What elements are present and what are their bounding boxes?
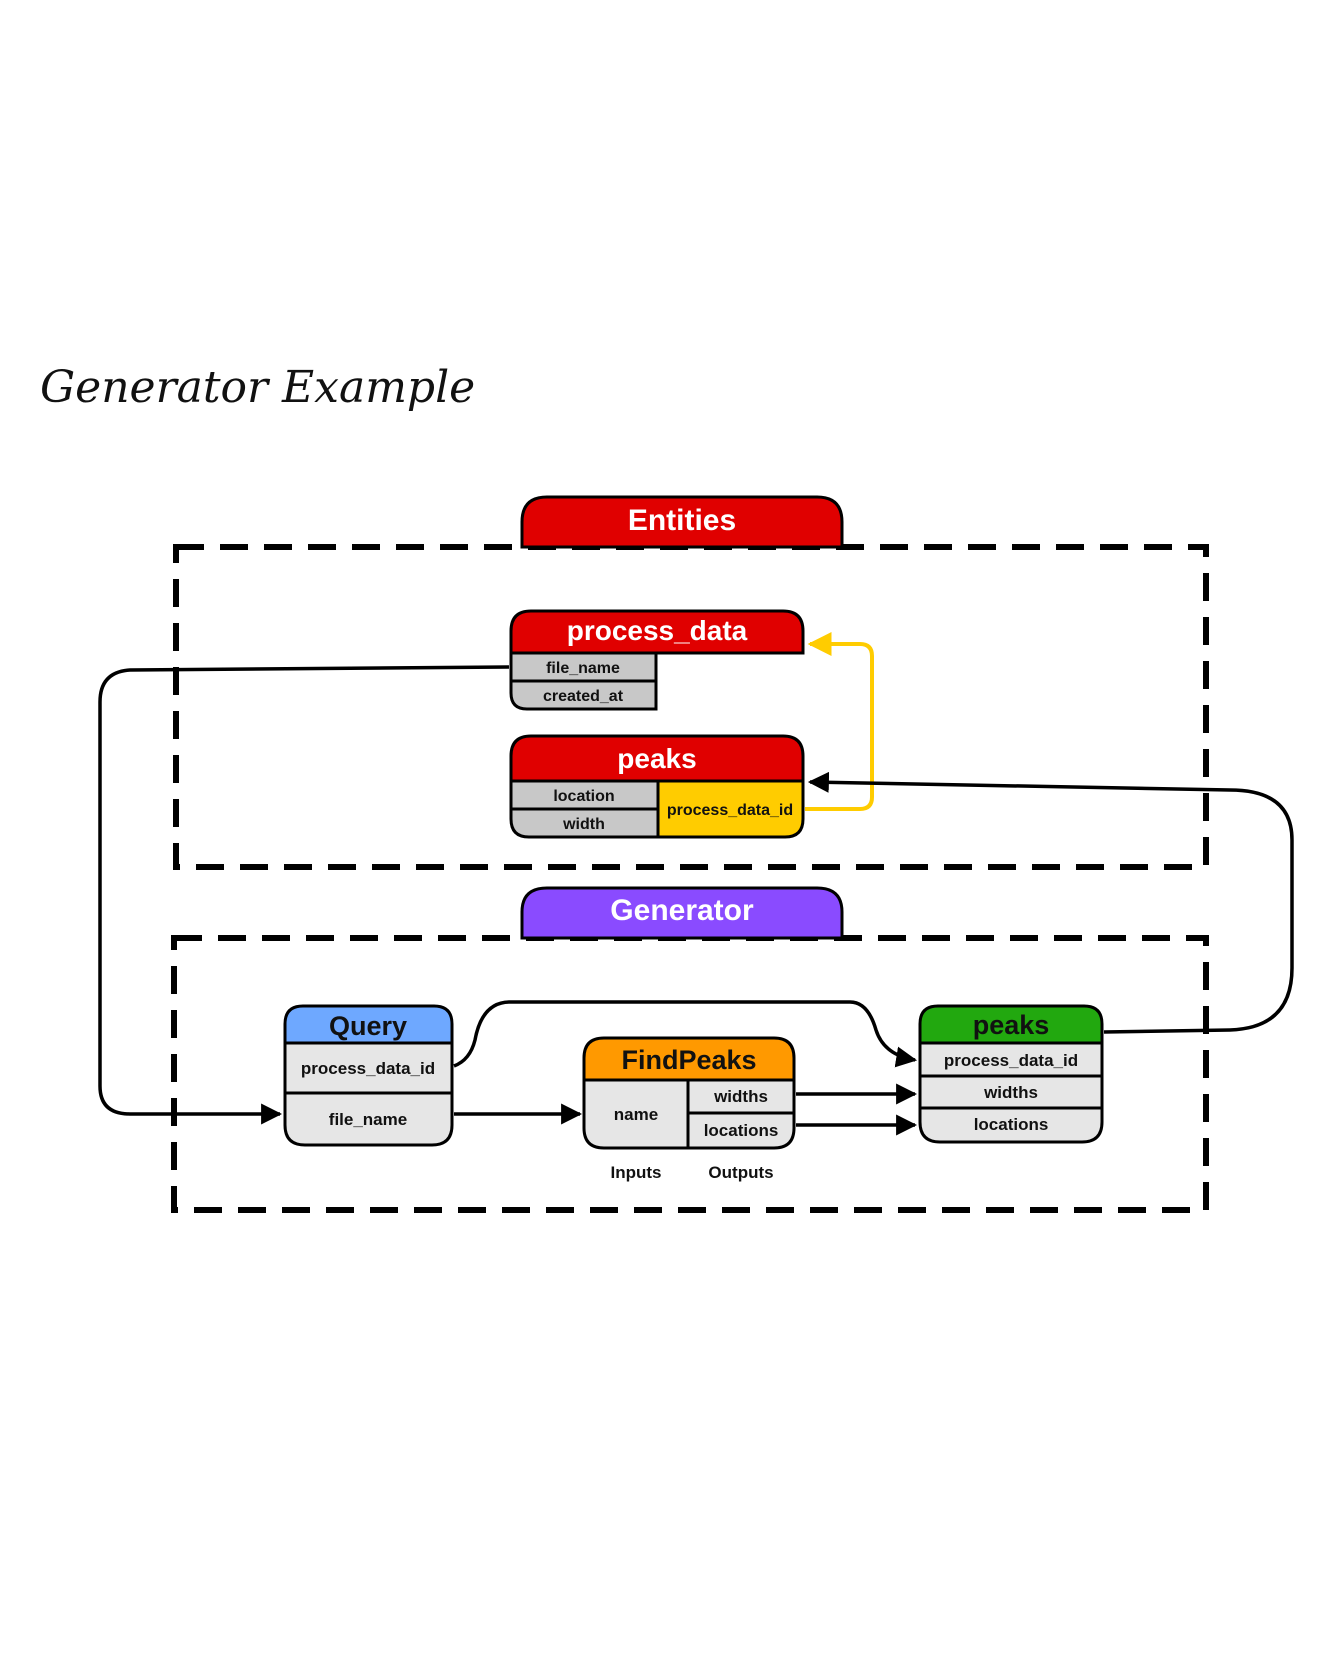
process-data-field-created-at: [509, 679, 658, 711]
peaks-output-title: peaks: [973, 1010, 1050, 1040]
process-data-header: [509, 609, 805, 655]
generator-header-tab: [520, 886, 844, 940]
entities-section: Entities process_data file_name created_…: [173, 495, 1209, 870]
page-title: Generator Example: [40, 362, 476, 413]
peaks-entity-foreign-key: [656, 779, 805, 839]
findpeaks-input-name: name: [614, 1105, 658, 1124]
findpeaks-output-widths-label: widths: [713, 1087, 768, 1106]
process-data-title: process_data: [567, 615, 748, 646]
generator-section: Generator Query process_data_id file_nam…: [171, 886, 1209, 1213]
peaks-output-header: [918, 1004, 1104, 1045]
peaks-entity-header: [509, 734, 805, 783]
process-data-entity: process_data file_name created_at: [509, 609, 805, 711]
query-header: [283, 1004, 454, 1045]
findpeaks-header: [582, 1036, 796, 1082]
connector-peaks-to-entity: [807, 771, 1294, 1034]
peaks-output-field-process-data-id-label: process_data_id: [944, 1051, 1078, 1070]
peaks-output-field-locations: [918, 1106, 1104, 1144]
findpeaks-inputs-label: Inputs: [611, 1163, 662, 1182]
process-data-field-file-name: [509, 651, 658, 683]
query-field-process-data-id-label: process_data_id: [301, 1059, 435, 1078]
process-data-field-created-at-label: created_at: [543, 688, 624, 705]
query-field-file-name-label: file_name: [329, 1110, 407, 1129]
query-field-file-name: [283, 1091, 454, 1147]
peaks-entity-foreign-key-label: process_data_id: [667, 802, 793, 819]
peaks-entity-field-location-label: location: [553, 788, 614, 805]
generator-header-label: Generator: [610, 894, 754, 927]
findpeaks-title: FindPeaks: [621, 1045, 756, 1075]
peaks-entity: peaks location width process_data_id: [509, 734, 805, 839]
query-node: Query process_data_id file_name: [283, 1004, 454, 1147]
peaks-output-node: peaks process_data_id widths locations: [918, 1004, 1104, 1144]
peaks-entity-title: peaks: [617, 743, 696, 774]
findpeaks-inputs-panel: [582, 1078, 690, 1150]
peaks-output-field-widths-label: widths: [983, 1083, 1038, 1102]
findpeaks-output-locations: [686, 1111, 796, 1150]
findpeaks-node: FindPeaks name widths locations Inputs O…: [582, 1036, 796, 1182]
peaks-entity-field-width-label: width: [562, 816, 605, 833]
process-data-field-file-name-label: file_name: [546, 660, 620, 677]
peaks-output-field-locations-label: locations: [974, 1115, 1049, 1134]
query-field-process-data-id: [283, 1041, 454, 1095]
connector-query-id-to-peaks: [453, 1000, 918, 1068]
entities-header-tab: [520, 495, 844, 549]
connectors: [98, 665, 1294, 1136]
query-title: Query: [329, 1011, 407, 1041]
findpeaks-outputs-label: Outputs: [708, 1163, 773, 1182]
foreign-key-arrow: [805, 632, 874, 811]
peaks-entity-field-width: [509, 807, 660, 839]
peaks-output-field-process-data-id: [918, 1041, 1104, 1078]
connector-file-name-to-query: [98, 665, 510, 1125]
entities-dashed-border: [173, 544, 1209, 870]
entities-header-label: Entities: [628, 504, 736, 537]
findpeaks-output-locations-label: locations: [704, 1121, 779, 1140]
generator-dashed-border: [171, 935, 1209, 1213]
